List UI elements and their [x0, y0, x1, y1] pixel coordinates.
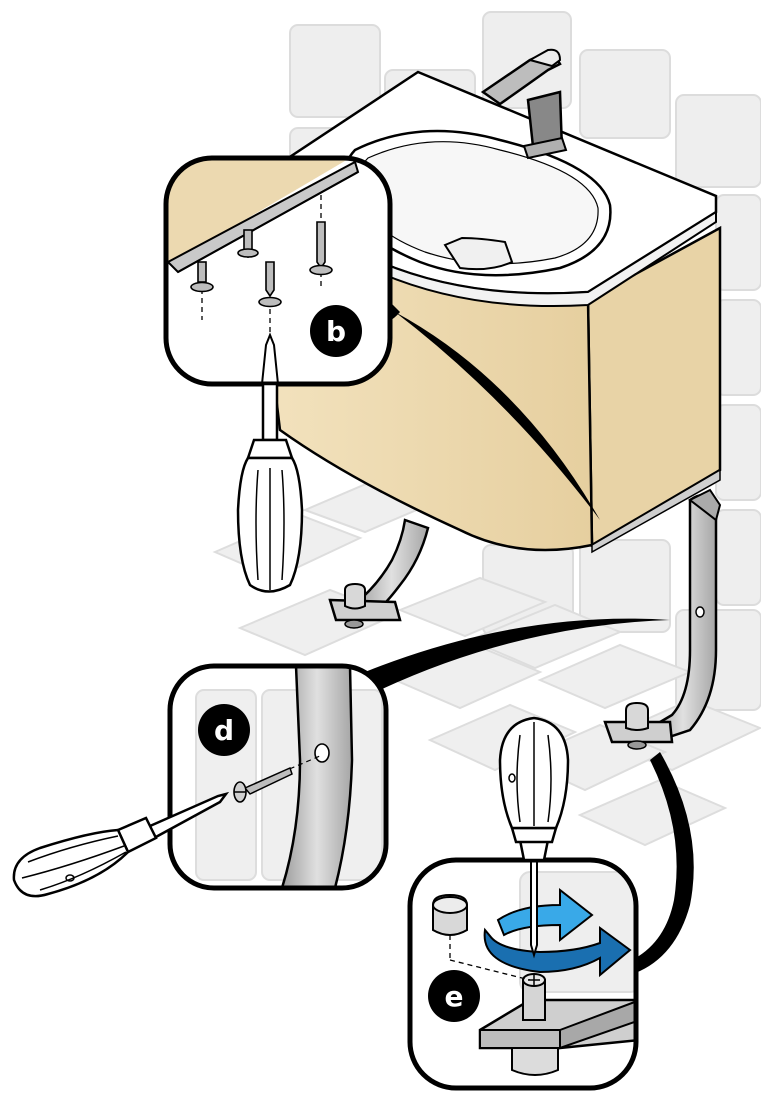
callout-e: e: [410, 860, 640, 1088]
step-label-b: b: [326, 315, 346, 348]
callout-d: d: [170, 666, 386, 888]
screwdriver-icon: [500, 718, 568, 860]
callout-b: b: [166, 158, 390, 384]
step-label-e: e: [445, 980, 464, 1013]
step-label-d: d: [214, 714, 234, 747]
